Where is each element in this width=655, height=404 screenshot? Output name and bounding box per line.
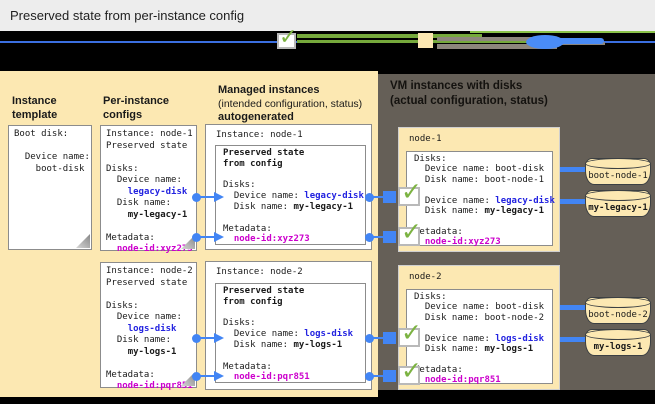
disk-cylinder-my-logs-1: my-logs-1 (585, 329, 651, 356)
vm-node1-text: Disks: Device name: boot-disk Disk name:… (414, 154, 555, 248)
connector-line (370, 374, 385, 378)
connector-line (370, 195, 385, 199)
status-check-box: ✓ (398, 219, 422, 246)
disk-connector-line (560, 305, 587, 310)
vm-node2-card: node-2 Disks: Device name: boot-disk Dis… (398, 265, 560, 390)
connector-dot (192, 371, 201, 381)
flow-green-arrow-1 (297, 34, 482, 38)
connector-dot (365, 192, 374, 202)
connector-line (197, 235, 215, 239)
arrow-right-icon (214, 371, 224, 381)
managed-instance-node2-title: Instance: node-2 (216, 267, 303, 277)
status-check-box: ✓ (398, 358, 422, 385)
connector-dot (192, 333, 201, 343)
vm-panel-header-line1: VM instances with disks (390, 80, 523, 92)
arrow-right-icon (214, 333, 224, 343)
disk-cylinder-boot-node-1: boot-node-1 (585, 158, 651, 185)
connector-line (197, 374, 215, 378)
disk-label: my-logs-1 (593, 342, 643, 352)
flow-check-box: ✓ (277, 27, 297, 49)
flow-green-arrow-top (470, 31, 655, 33)
check-icon: ✓ (401, 356, 422, 385)
managed-instances-header-line2: (intended configuration, status) (218, 97, 363, 110)
flow-blue-tail (556, 38, 604, 44)
managed-instance-node1-title: Instance: node-1 (216, 130, 303, 140)
disk-cylinder-my-legacy-1: my-legacy-1 (585, 190, 651, 217)
flow-template-chip (418, 33, 433, 48)
disk-label: boot-node-2 (588, 310, 648, 320)
connector-line (370, 336, 385, 340)
title-bar: Preserved state from per-instance config (0, 0, 655, 31)
vm-node1-state-box: Disks: Device name: boot-disk Disk name:… (406, 151, 555, 248)
connector-square (383, 332, 396, 344)
flow-band: ✓ (0, 27, 655, 71)
page-title: Preserved state from per-instance config (10, 8, 245, 23)
connector-dot (365, 371, 374, 381)
instance-template-card: Boot disk: Device name: boot-disk (8, 125, 92, 250)
check-icon: ✓ (401, 177, 422, 206)
vm-node2-state-box: Disks: Device name: boot-disk Disk name:… (406, 289, 553, 386)
disk-connector-line (560, 199, 587, 204)
connector-dot (365, 232, 374, 242)
flow-blue-blob (526, 35, 564, 49)
arrow-right-icon (214, 232, 224, 242)
vm-node1-title: node-1 (409, 134, 442, 144)
connector-line (197, 336, 215, 340)
connector-line (370, 235, 385, 239)
connector-square (383, 370, 396, 382)
managed-instances-header-line1: Managed instances (218, 84, 320, 96)
status-check-box: ✓ (398, 320, 422, 347)
instance-template-text: Boot disk: Device name: boot-disk (14, 129, 90, 174)
vm-node2-text: Disks: Device name: boot-disk Disk name:… (414, 292, 545, 386)
connector-dot (192, 192, 201, 202)
arrow-right-icon (214, 192, 224, 202)
column-header-managed-instances: Managed instances (intended configuratio… (218, 84, 376, 125)
disk-connector-line (560, 167, 587, 172)
page-curl-icon (76, 234, 90, 248)
check-icon: ✓ (279, 25, 298, 50)
vm-panel-header: VM instances with disks (actual configur… (390, 79, 620, 108)
check-icon: ✓ (401, 217, 422, 246)
managed-instances-header-line3: autogenerated (218, 111, 294, 123)
status-check-box: ✓ (398, 179, 422, 206)
disk-connector-line (560, 337, 587, 342)
connector-dot (365, 333, 374, 343)
connector-square (383, 231, 396, 243)
disk-cylinder-boot-node-2: boot-node-2 (585, 297, 651, 324)
vm-node2-title: node-2 (409, 272, 442, 282)
connector-square (383, 191, 396, 203)
flow-gray-arrow-1 (437, 37, 542, 41)
column-header-instance-template: Instance template (12, 95, 58, 121)
flow-gray-arrow-2 (437, 44, 557, 49)
vm-panel-header-line2: (actual configuration, status) (390, 94, 548, 107)
column-header-per-instance-configs: Per-instance configs (103, 95, 170, 121)
connector-dot (192, 232, 201, 242)
vm-node1-card: node-1 Disks: Device name: boot-disk Dis… (398, 127, 560, 252)
disk-label: my-legacy-1 (588, 203, 648, 213)
connector-line (197, 195, 215, 199)
check-icon: ✓ (401, 318, 422, 347)
disk-label: boot-node-1 (588, 171, 648, 181)
